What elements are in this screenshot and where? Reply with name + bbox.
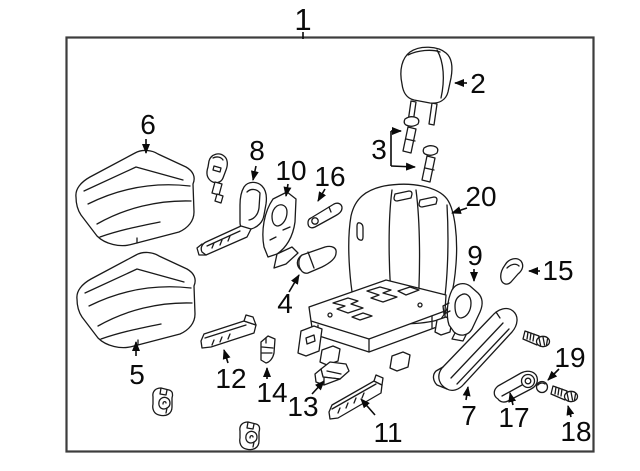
diagram-border (65, 36, 595, 453)
callout-7-label: 7 (461, 400, 477, 431)
callout-6-label: 6 (140, 109, 156, 140)
callout-10-label: 10 (275, 155, 306, 186)
seat-cushion-cover-drawing (76, 251, 196, 349)
buckle-drawing (206, 153, 228, 204)
callout-19-label: 19 (554, 342, 585, 373)
hook-clip-right-drawing (239, 421, 261, 451)
rear-track-cover-drawing (328, 374, 384, 420)
headrest-drawing (400, 46, 453, 126)
callout-labels: 2 3 4 5 6 7 8 9 10 11 12 13 14 15 16 17 … (129, 68, 591, 448)
seat-frame-drawing (297, 279, 453, 372)
upper-bolt-drawing (522, 330, 551, 348)
headrest-guide-pins-drawing (402, 116, 439, 183)
trim-pad-drawing (296, 245, 337, 274)
front-track-cover-drawing (200, 314, 257, 349)
callout-1-label: 1 (294, 2, 311, 37)
track-spacer-drawing (260, 335, 276, 364)
recliner-handle-drawing (493, 370, 538, 403)
adjuster-knob-drawing (307, 202, 343, 229)
callout-13-label: 13 (287, 391, 318, 422)
hook-clip-left-drawing (152, 387, 174, 417)
recliner-cover-drawing (442, 283, 483, 342)
callout-18-label: 18 (560, 416, 591, 447)
bolt-cap-drawing (535, 380, 549, 394)
callout-16-label: 16 (314, 161, 345, 192)
callout-11-label: 11 (373, 417, 402, 448)
recliner-bracket-drawing (262, 191, 299, 269)
track-bracket-drawing (314, 361, 350, 386)
callout-9-label: 9 (467, 240, 483, 271)
callout-17-label: 17 (498, 402, 529, 433)
seat-cushion-pad-drawing (75, 149, 195, 247)
callout-5-label: 5 (129, 359, 145, 390)
pivot-cover-drawing (500, 258, 524, 285)
callout-4-label: 4 (277, 288, 293, 319)
callout-20-label: 20 (465, 181, 496, 212)
callout-15-label: 15 (542, 255, 573, 286)
outer-side-shield-drawing (432, 307, 518, 391)
inner-side-shield-drawing (196, 181, 268, 256)
callout-14-label: 14 (256, 377, 287, 408)
callout-12-label: 12 (215, 363, 246, 394)
callout-8-label: 8 (249, 135, 265, 166)
callout-arrows (132, 79, 575, 418)
mounting-bolt-drawing (550, 385, 579, 403)
callout-3-label: 3 (371, 134, 387, 165)
callout-2-label: 2 (470, 68, 486, 99)
